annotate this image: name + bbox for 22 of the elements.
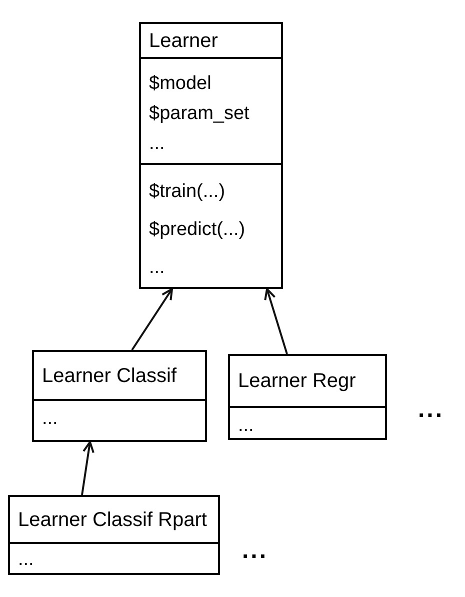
class-name: Learner <box>149 28 218 52</box>
class-box <box>32 350 207 442</box>
class-member: ... <box>18 548 34 572</box>
inheritance-arrow <box>264 288 288 354</box>
class-member: $model <box>149 72 212 96</box>
class-box <box>8 495 220 575</box>
class-member: $train(...) <box>149 180 226 204</box>
class-member: $predict(...) <box>149 218 246 242</box>
class-member: $param_set <box>149 102 250 126</box>
inheritance-arrow <box>81 441 94 496</box>
class-member: ... <box>238 414 254 438</box>
ellipsis-text: ... <box>242 537 268 565</box>
class-member: ... <box>149 132 165 156</box>
ellipsis-text: ... <box>418 396 444 424</box>
class-box <box>139 22 283 289</box>
class-member: ... <box>42 407 58 431</box>
class-name: Learner Classif <box>42 364 177 388</box>
class-box <box>228 354 387 440</box>
class-name: Learner Classif Rpart <box>18 508 207 532</box>
class-member: ... <box>149 256 165 280</box>
inheritance-arrow <box>131 288 173 351</box>
class-name: Learner Regr <box>238 369 356 393</box>
